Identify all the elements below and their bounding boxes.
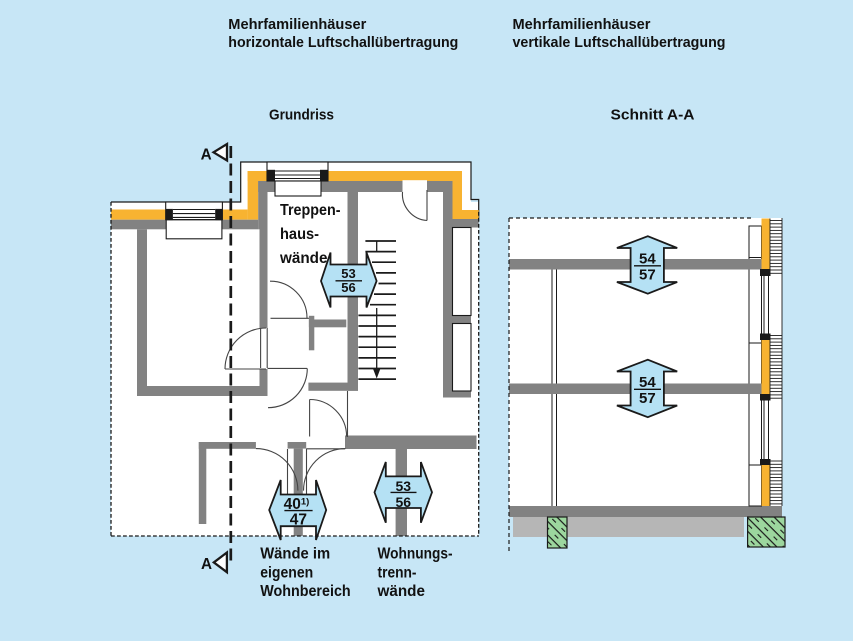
- svg-text:Wohnbereich: Wohnbereich: [260, 583, 351, 600]
- svg-text:wände: wände: [279, 250, 327, 267]
- svg-text:haus-: haus-: [280, 226, 319, 243]
- svg-text:Treppen-: Treppen-: [280, 202, 341, 219]
- svg-text:Wohnungs-: Wohnungs-: [378, 546, 453, 563]
- svg-text:Mehrfamilienhäuser: Mehrfamilienhäuser: [228, 16, 366, 33]
- svg-text:53: 53: [396, 478, 412, 494]
- svg-text:57: 57: [639, 267, 656, 284]
- svg-text:54: 54: [639, 374, 656, 391]
- svg-text:56: 56: [341, 280, 355, 295]
- svg-text:53: 53: [341, 266, 355, 281]
- svg-text:eigenen: eigenen: [260, 564, 313, 581]
- svg-text:wände: wände: [377, 583, 425, 600]
- svg-text:vertikale Luftschallübertragun: vertikale Luftschallübertragung: [513, 34, 726, 51]
- svg-text:Grundriss: Grundriss: [269, 107, 334, 124]
- svg-text:54: 54: [639, 251, 656, 268]
- svg-text:Schnitt A-A: Schnitt A-A: [611, 107, 695, 124]
- svg-text:47: 47: [290, 512, 307, 529]
- svg-text:56: 56: [396, 494, 412, 510]
- svg-text:horizontale Luftschallübertrag: horizontale Luftschallübertragung: [228, 34, 458, 51]
- svg-text:A: A: [201, 146, 212, 163]
- svg-text:trenn-: trenn-: [378, 564, 417, 581]
- svg-text:Wände im: Wände im: [260, 546, 330, 563]
- svg-text:57: 57: [639, 390, 656, 407]
- svg-text:A: A: [201, 556, 212, 573]
- svg-text:Mehrfamilienhäuser: Mehrfamilienhäuser: [513, 16, 651, 33]
